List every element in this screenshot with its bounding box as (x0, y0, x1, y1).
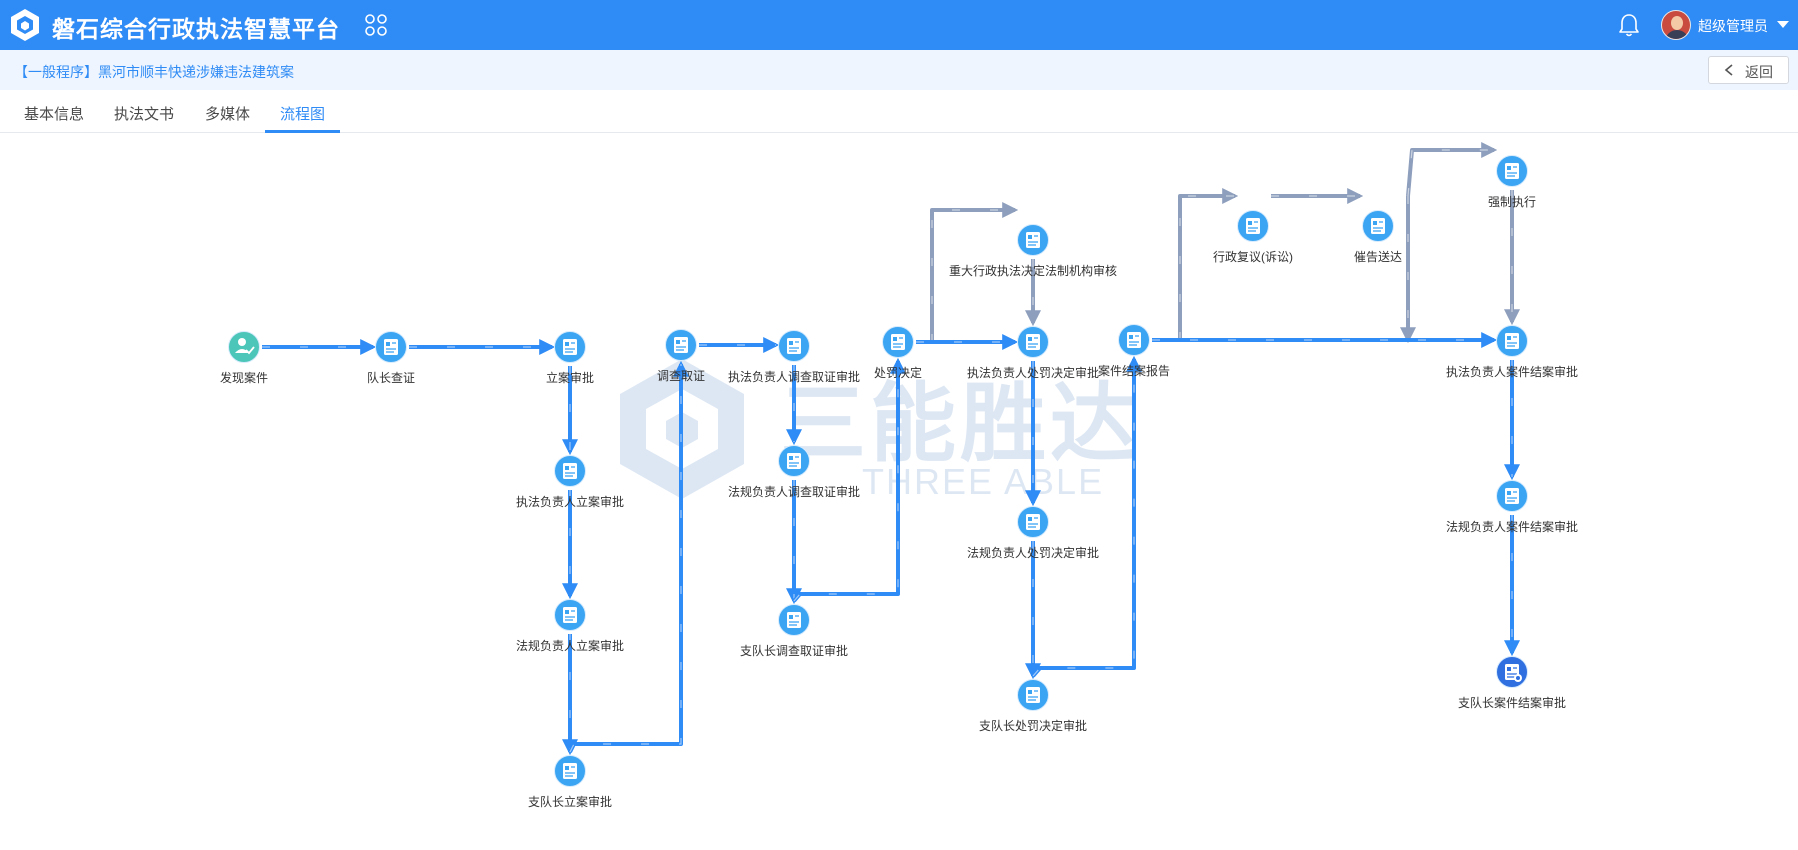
document-icon (554, 455, 586, 487)
document-icon (1017, 679, 1049, 711)
flow-node-label: 法规负责人案件结案审批 (1445, 520, 1579, 534)
flow-edge-dash (1032, 359, 1135, 677)
flow-node-label: 执法负责人案件结案审批 (1445, 365, 1579, 379)
flow-node-chief-invest[interactable] (778, 604, 810, 636)
app-logo-icon (11, 9, 39, 41)
flow-node-chief-filing[interactable] (554, 755, 586, 787)
top-bar: 磐石综合行政执法智慧平台 超级管理员 (0, 0, 1798, 50)
flow-node-label: 案件结案报告 (1097, 364, 1171, 378)
chevron-left-icon (1724, 64, 1733, 76)
flow-node-label: 支队长立案审批 (527, 795, 613, 809)
document-icon (778, 604, 810, 636)
flow-node-chief-penalty[interactable] (1017, 679, 1049, 711)
flow-node-label: 法规负责人调查取证审批 (727, 485, 861, 499)
flow-edge-chief_filing-to-investigation (568, 360, 689, 753)
document-icon (1017, 326, 1049, 358)
person-check-icon (228, 331, 260, 363)
flowchart-connectors (262, 142, 1520, 756)
flow-node-enforcer-penalty[interactable] (1017, 326, 1049, 358)
flow-node-enforcer-closing[interactable] (1496, 325, 1528, 357)
document-edit-icon (1496, 656, 1528, 688)
flow-edge-dash (793, 361, 899, 602)
user-avatar[interactable] (1661, 10, 1691, 40)
flow-node-captain-check[interactable] (375, 331, 407, 363)
document-icon (554, 599, 586, 631)
document-icon (1237, 210, 1269, 242)
flow-node-label: 执法负责人立案审批 (515, 495, 625, 509)
flow-node-closing-report[interactable] (1118, 324, 1150, 356)
flow-node-discover[interactable] (228, 331, 260, 363)
document-icon (1362, 210, 1394, 242)
flow-node-label: 执法负责人调查取证审批 (727, 370, 861, 384)
flow-node-major-review[interactable] (1017, 224, 1049, 256)
flow-edge-dash (569, 364, 682, 753)
flow-node-label: 发现案件 (219, 371, 269, 385)
document-icon (665, 329, 697, 361)
flow-node-forced-exec[interactable] (1496, 155, 1528, 187)
flow-node-label: 处罚决定 (873, 366, 923, 380)
document-icon (1496, 325, 1528, 357)
notification-bell-icon[interactable] (1617, 12, 1641, 38)
user-name[interactable]: 超级管理员 (1698, 18, 1768, 34)
flow-node-label: 立案审批 (545, 371, 595, 385)
flow-node-enforcer-filing[interactable] (554, 455, 586, 487)
document-icon (554, 755, 586, 787)
flow-node-label: 支队长调查取证审批 (739, 644, 849, 658)
flow-node-investigation[interactable] (665, 329, 697, 361)
flow-node-label: 调查取证 (656, 369, 706, 383)
flow-edge-reminder-to-forced_exec (1406, 142, 1498, 197)
flow-node-chief-closing[interactable] (1496, 656, 1528, 688)
flow-edge-dash (931, 209, 1015, 342)
flow-node-reminder[interactable] (1362, 210, 1394, 242)
case-header: 【一般程序】黑河市顺丰快递涉嫌违法建筑案 返回 (0, 50, 1798, 90)
flow-node-label: 队长查证 (366, 371, 416, 385)
flow-node-legal-closing[interactable] (1496, 480, 1528, 512)
flow-node-filing-approval[interactable] (554, 331, 586, 363)
back-button[interactable]: 返回 (1708, 56, 1789, 84)
tab-enforcement-docs[interactable]: 执法文书 (114, 106, 175, 123)
document-icon (1496, 480, 1528, 512)
flow-node-penalty-decision[interactable] (882, 326, 914, 358)
flow-node-legal-invest[interactable] (778, 445, 810, 477)
document-icon (375, 331, 407, 363)
flow-edge-dash (1407, 149, 1494, 197)
process-flowchart: 三能胜达 THREE ABLE 发现案件队长查证立案审批执法负责人立案审批法规负… (0, 134, 1798, 850)
tab-flowchart[interactable]: 流程图 (280, 106, 326, 123)
flow-edge-chief_invest-to-penalty_decision (792, 357, 906, 603)
flow-node-enforcer-invest[interactable] (778, 330, 810, 362)
document-icon (778, 445, 810, 477)
flow-node-legal-filing[interactable] (554, 599, 586, 631)
flow-edge-dash (1179, 195, 1235, 340)
flow-node-label: 执法负责人处罚决定审批 (966, 366, 1100, 380)
flow-node-label: 法规负责人立案审批 (515, 639, 625, 653)
tab-multimedia[interactable]: 多媒体 (205, 106, 251, 123)
document-icon (778, 330, 810, 362)
flow-node-label: 支队长处罚决定审批 (978, 719, 1088, 733)
flow-node-label: 催告送达 (1353, 250, 1403, 264)
document-icon (554, 331, 586, 363)
flow-node-label: 行政复议(诉讼) (1213, 250, 1293, 264)
document-icon (882, 326, 914, 358)
document-icon (1017, 224, 1049, 256)
app-title: 磐石综合行政执法智慧平台 (52, 16, 340, 42)
user-menu-caret-icon[interactable] (1777, 21, 1789, 28)
flow-node-label: 重大行政执法决定法制机构审核 (948, 264, 1118, 278)
tab-basic-info[interactable]: 基本信息 (24, 106, 85, 123)
document-icon (1118, 324, 1150, 356)
flow-node-legal-penalty[interactable] (1017, 506, 1049, 538)
document-icon (1017, 506, 1049, 538)
apps-grid-icon[interactable] (364, 13, 388, 37)
tab-bar: 基本信息 执法文书 多媒体 流程图 (0, 90, 1798, 133)
flow-node-label: 法规负责人处罚决定审批 (966, 546, 1100, 560)
back-button-label: 返回 (1745, 64, 1773, 80)
flow-node-label: 支队长案件结案审批 (1457, 696, 1567, 710)
case-title: 【一般程序】黑河市顺丰快递涉嫌违法建筑案 (14, 64, 294, 80)
flow-node-admin-review[interactable] (1237, 210, 1269, 242)
flow-node-label: 强制执行 (1487, 195, 1537, 209)
flow-edge-closing_report-to-admin_review (1178, 188, 1239, 340)
document-icon (1496, 155, 1528, 187)
active-tab-indicator (265, 130, 340, 133)
